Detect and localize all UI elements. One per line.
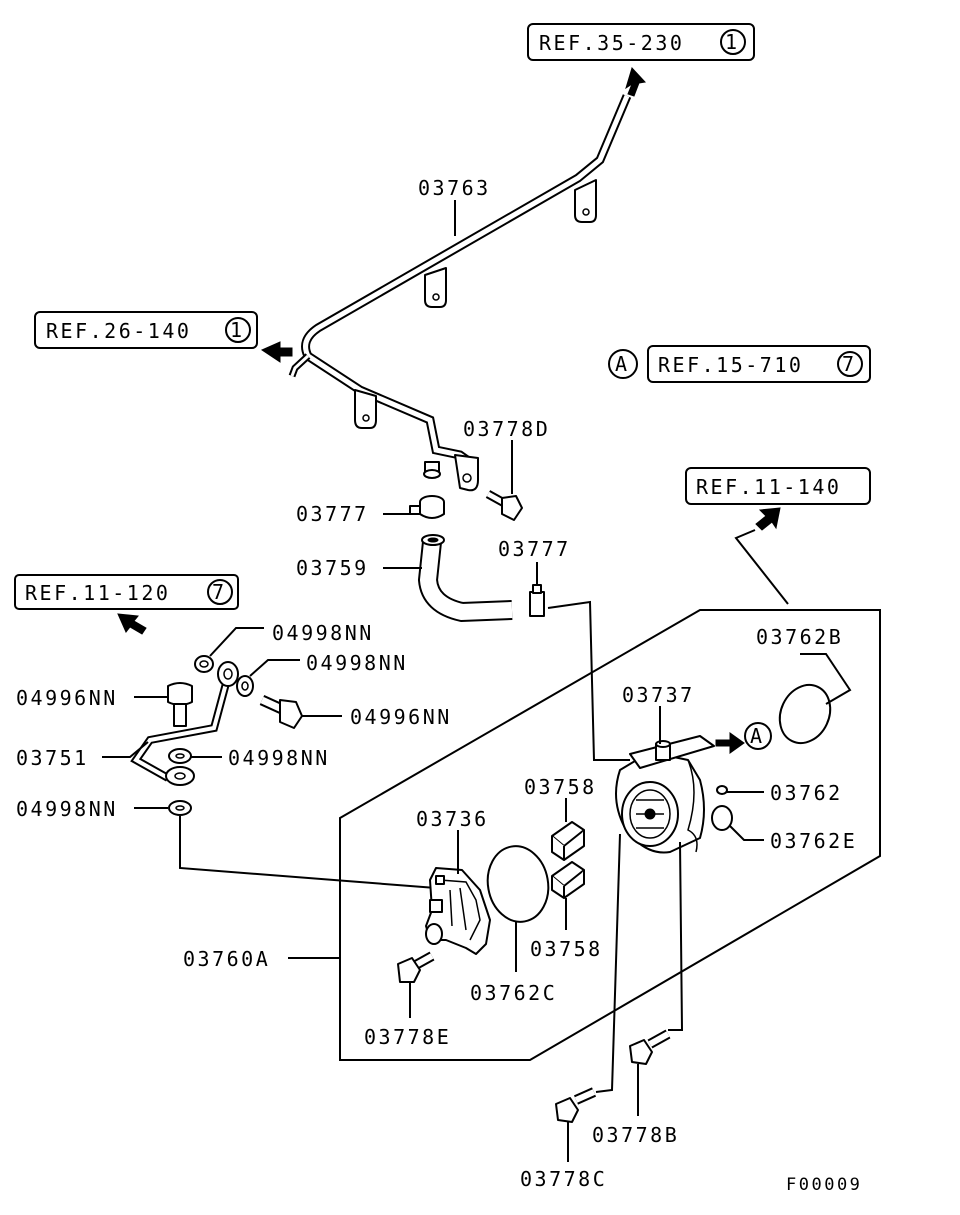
leader-pump-to-03778B — [668, 841, 684, 1031]
label-03758-lower[interactable]: 03758 — [530, 937, 603, 961]
arrow-to-ref-35-230 — [625, 67, 646, 97]
label-03778D[interactable]: 03778D — [463, 417, 550, 441]
ref-box-11-140[interactable]: REF.11-140 — [685, 467, 871, 505]
ref-box-15-710[interactable]: A REF.15-710 7 — [608, 345, 871, 383]
water-pump-assembly-outline — [339, 609, 881, 1061]
leader-03762E — [729, 825, 764, 841]
ref-11-140-label: REF.11-140 — [696, 475, 841, 499]
leader-03762B — [800, 653, 852, 705]
hose-03759[interactable] — [417, 534, 513, 623]
pad-03758-upper[interactable] — [551, 821, 585, 861]
leader-pump-to-03778C — [595, 833, 621, 1093]
leader-clamp-to-pump — [547, 600, 630, 761]
label-03778C[interactable]: 03778C — [520, 1167, 607, 1191]
label-03778B[interactable]: 03778B — [592, 1123, 679, 1147]
washer-04998NN-upper-right[interactable] — [236, 675, 254, 697]
bolt-04996NN-right[interactable] — [259, 694, 303, 729]
label-03777-upper[interactable]: 03777 — [296, 502, 369, 526]
gasket-03762B[interactable] — [771, 677, 840, 752]
label-03777-lower[interactable]: 03777 — [498, 537, 571, 561]
arrow-to-ref-11-140 — [755, 507, 781, 531]
label-04996NN-left[interactable]: 04996NN — [16, 686, 118, 710]
ref-11-120-circle: 7 — [212, 580, 224, 604]
label-03778E[interactable]: 03778E — [364, 1025, 451, 1049]
label-04998NN-upper-right[interactable]: 04998NN — [306, 651, 408, 675]
label-03758-upper[interactable]: 03758 — [524, 775, 597, 799]
o-ring-03762[interactable] — [716, 785, 728, 795]
oil-pipe-03751[interactable] — [130, 661, 239, 786]
washer-04998NN-middle[interactable] — [168, 748, 192, 764]
hose-clamp-03777-upper[interactable] — [409, 495, 445, 519]
label-04998NN-top[interactable]: 04998NN — [272, 621, 374, 645]
ref-15-710-marker: A — [615, 352, 627, 376]
bolt-03778D[interactable] — [485, 490, 523, 521]
label-04996NN-right[interactable]: 04996NN — [350, 705, 452, 729]
label-03736[interactable]: 03736 — [416, 807, 489, 831]
arrow-to-connector-a: A — [715, 722, 772, 754]
ref-box-11-120[interactable]: REF.11-120 7 — [14, 574, 239, 610]
gasket-03762C[interactable] — [482, 841, 554, 926]
label-03751[interactable]: 03751 — [16, 746, 89, 770]
bolt-03778B[interactable] — [629, 1029, 671, 1065]
ref-11-120-label: REF.11-120 — [25, 581, 170, 605]
label-03737[interactable]: 03737 — [622, 683, 695, 707]
ref-box-35-230[interactable]: REF.35-230 1 — [527, 23, 755, 61]
label-03762C[interactable]: 03762C — [470, 981, 557, 1005]
label-03762B[interactable]: 03762B — [756, 625, 843, 649]
leader-04998NN-to-case — [179, 816, 437, 889]
label-03762E[interactable]: 03762E — [770, 829, 857, 853]
bolt-03778C[interactable] — [555, 1087, 597, 1123]
water-pipe-03763[interactable] — [288, 94, 632, 492]
leader-04998NN-upper-right — [249, 659, 300, 677]
label-03763[interactable]: 03763 — [418, 176, 491, 200]
ref-26-140-label: REF.26-140 — [46, 319, 191, 343]
ref-box-26-140[interactable]: REF.26-140 1 — [34, 311, 258, 349]
figure-code: F00009 — [786, 1175, 862, 1195]
ref-15-710-circle: 7 — [842, 352, 854, 376]
ref-35-230-label: REF.35-230 — [539, 31, 684, 55]
label-04998NN-bottom[interactable]: 04998NN — [16, 797, 118, 821]
label-03760A[interactable]: 03760A — [183, 947, 270, 971]
connector-a-label: A — [750, 724, 762, 748]
pad-03758-lower[interactable] — [551, 861, 585, 899]
arrow-to-ref-11-120 — [117, 613, 147, 635]
hose-clamp-03777-lower[interactable] — [529, 584, 545, 617]
bolt-03778E[interactable] — [397, 951, 435, 983]
label-03762[interactable]: 03762 — [770, 781, 843, 805]
ref-26-140-circle: 1 — [230, 318, 242, 342]
gasket-03762E[interactable] — [711, 805, 733, 831]
leader-04998NN-top — [209, 627, 264, 657]
washer-04998NN-top[interactable] — [194, 655, 214, 673]
ref-15-710-label: REF.15-710 — [658, 353, 803, 377]
arrow-to-ref-26-140 — [260, 341, 293, 363]
ref-35-230-circle: 1 — [725, 30, 737, 54]
bolt-04996NN-left[interactable] — [167, 682, 193, 727]
label-03759[interactable]: 03759 — [296, 556, 369, 580]
leader-ref-11-140 — [734, 529, 789, 605]
leader-03751 — [102, 741, 149, 758]
label-04998NN-middle[interactable]: 04998NN — [228, 746, 330, 770]
washer-04998NN-bottom[interactable] — [168, 800, 192, 816]
water-pump-case-03736[interactable] — [425, 867, 491, 955]
water-pump-body-03737[interactable] — [615, 735, 715, 854]
